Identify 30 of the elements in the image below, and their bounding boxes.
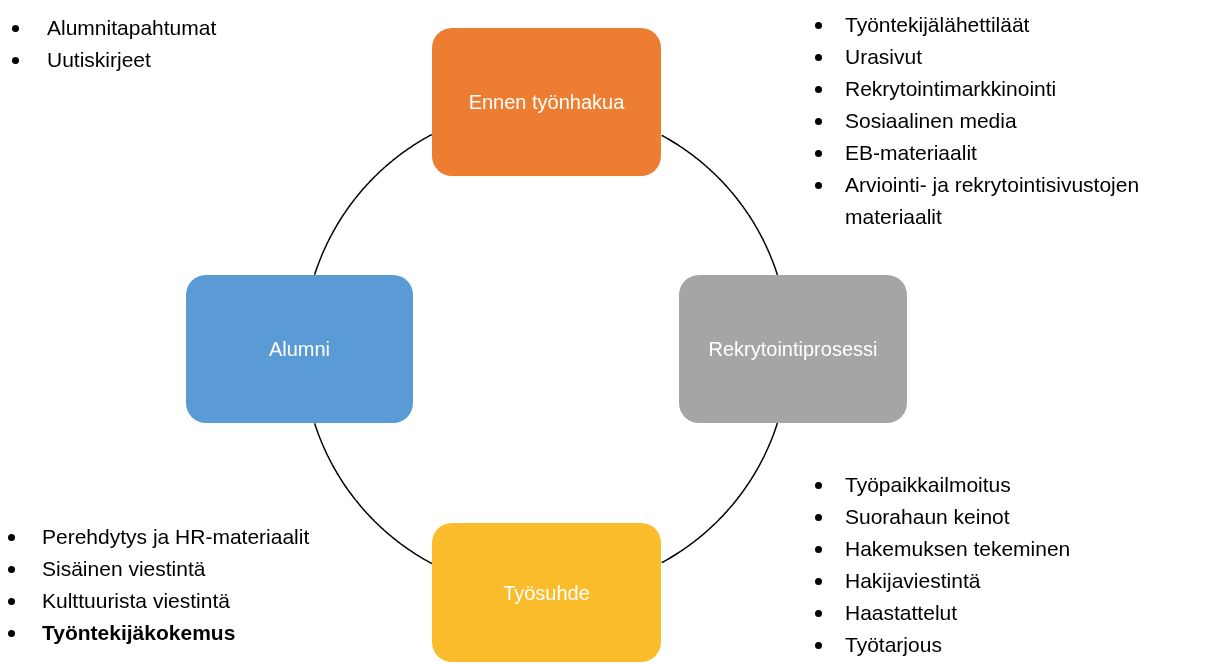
stage-title: Ennen työnhakua (468, 90, 625, 115)
connector-arc (660, 422, 779, 564)
list-item-text: Työntekijäkokemus (42, 620, 236, 646)
list-item-text: Sosiaalinen media (845, 108, 1017, 134)
connector-arc (660, 134, 779, 276)
stage-title: Rekrytointiprosessi (708, 337, 878, 362)
stage-title: Työsuhde (503, 580, 590, 606)
stage-box (432, 28, 661, 176)
list-item-text: Hakemuksen tekeminen (845, 536, 1071, 562)
stage-box (432, 523, 661, 662)
list-item-text: Hakijaviestintä (845, 568, 981, 594)
list-item-text: Haastattelut (845, 600, 958, 626)
list-item-text: Arviointi- ja rekrytointisivustojen materiaalit (845, 172, 1141, 230)
list-item-text: EB-materiaalit (845, 140, 977, 166)
list-item-text: Sisäinen viestintä (42, 556, 206, 582)
list-item-text: Työpaikkailmoitus (845, 472, 1011, 498)
stage-box (679, 275, 907, 423)
list-item-text: Suorahaun keinot (845, 504, 1010, 530)
list-item-text: Alumnitapahtumat (47, 15, 217, 41)
stage-box (186, 275, 413, 423)
connector-arc (313, 422, 433, 565)
connector-arc (313, 133, 433, 276)
stage-title: Alumni (268, 337, 331, 362)
list-item-text: Uutiskirjeet (47, 47, 151, 73)
list-item-text: Rekrytointimarkkinointi (845, 76, 1057, 102)
list-item-text: Kulttuurista viestintä (42, 588, 230, 614)
list-item-text: Työntekijälähettiläät (845, 12, 1030, 38)
list-item-text: Perehdytys ja HR-materiaalit (42, 524, 310, 550)
list-item-text: Työtarjous (845, 632, 942, 658)
list-item-text: Urasivut (845, 44, 923, 70)
